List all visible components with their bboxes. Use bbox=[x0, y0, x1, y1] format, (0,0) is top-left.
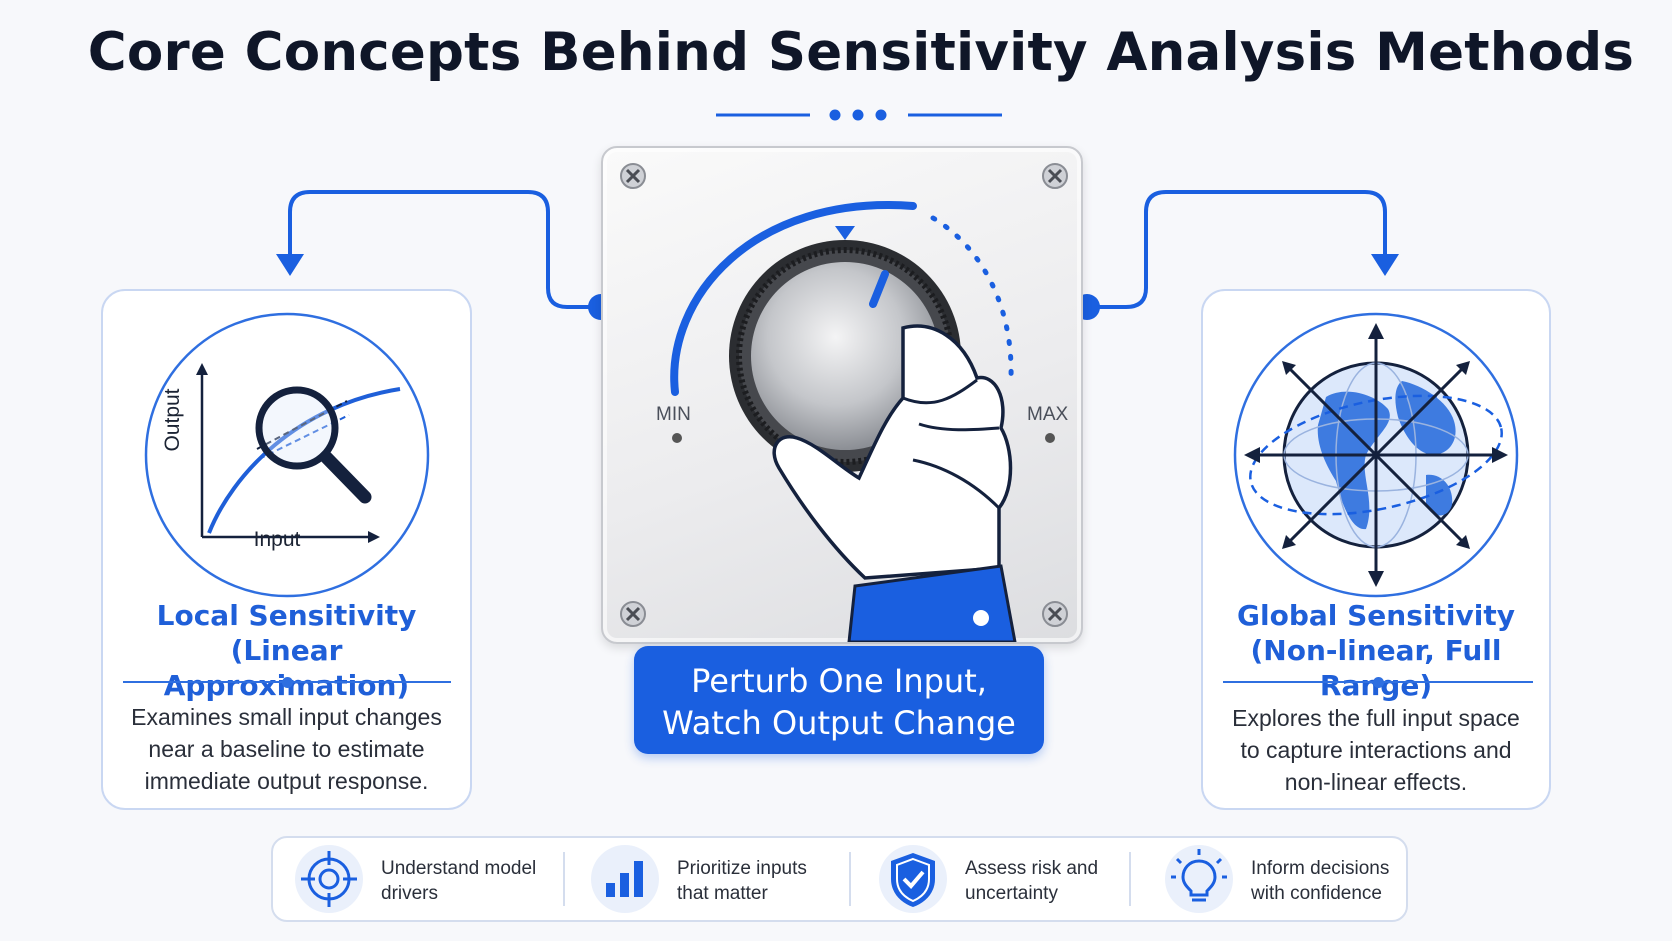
local-desc-line2: near a baseline to estimate bbox=[148, 736, 425, 762]
benefit-item: Prioritize inputs that matter bbox=[569, 838, 859, 920]
shield-check-icon bbox=[879, 845, 947, 913]
cta-line2: Watch Output Change bbox=[662, 704, 1016, 742]
local-desc-line1: Examines small input changes bbox=[131, 704, 442, 730]
title-divider bbox=[716, 109, 1002, 121]
target-icon bbox=[295, 845, 363, 913]
global-sensitivity-card: Global Sensitivity (Non-linear, Full Ran… bbox=[1201, 289, 1551, 810]
dial-max-label: MAX bbox=[1027, 404, 1069, 425]
benefit-line2: that matter bbox=[677, 883, 768, 904]
global-title: Global Sensitivity (Non-linear, Full Ran… bbox=[1203, 598, 1549, 703]
benefit-separator bbox=[1129, 852, 1131, 906]
control-panel: MIN MAX bbox=[601, 146, 1083, 644]
benefit-text: Understand model drivers bbox=[381, 856, 536, 906]
screw-icon bbox=[620, 163, 1068, 627]
page-title: Core Concepts Behind Sensitivity Analysi… bbox=[87, 22, 1635, 83]
cta-line1: Perturb One Input, bbox=[691, 662, 987, 700]
benefit-line1: Prioritize inputs bbox=[677, 858, 807, 879]
global-divider-dot bbox=[1373, 677, 1384, 688]
benefit-line2: uncertainty bbox=[965, 883, 1058, 904]
local-title-line2: (Linear Approximation) bbox=[164, 634, 409, 702]
global-description: Explores the full input space to capture… bbox=[1203, 702, 1549, 798]
benefit-text: Assess risk and uncertainty bbox=[965, 856, 1098, 906]
global-desc-line2: to capture interactions and bbox=[1240, 737, 1512, 763]
local-sensitivity-card: Output Input Local Sensitivity (Linear A… bbox=[101, 289, 472, 810]
benefit-line1: Understand model bbox=[381, 858, 537, 879]
local-title: Local Sensitivity (Linear Approximation) bbox=[103, 598, 470, 703]
dial-min-label: MIN bbox=[656, 404, 691, 425]
perturb-label-box: Perturb One Input, Watch Output Change bbox=[634, 646, 1044, 754]
lightbulb-icon bbox=[1165, 845, 1233, 913]
global-title-line2: (Non-linear, Full Range) bbox=[1250, 634, 1502, 702]
dial-knob-hand-icon bbox=[620, 163, 1068, 642]
global-desc-line3: non-linear effects. bbox=[1284, 769, 1468, 795]
benefit-separator bbox=[849, 852, 851, 906]
benefit-item: Inform decisions with confidence bbox=[1143, 838, 1413, 920]
benefit-text: Inform decisions with confidence bbox=[1251, 856, 1389, 906]
benefit-line1: Assess risk and bbox=[965, 858, 1099, 879]
benefit-line2: drivers bbox=[381, 883, 439, 904]
global-desc-line1: Explores the full input space bbox=[1232, 705, 1520, 731]
benefit-line2: with confidence bbox=[1251, 883, 1382, 904]
local-desc-line3: immediate output response. bbox=[144, 768, 429, 794]
global-title-line1: Global Sensitivity bbox=[1237, 599, 1515, 632]
benefit-line1: Inform decisions bbox=[1251, 858, 1390, 879]
local-description: Examines small input changes near a base… bbox=[103, 701, 470, 797]
graph-magnifier-icon bbox=[144, 312, 430, 598]
bar-chart-icon bbox=[591, 845, 659, 913]
axis-label-input: Input bbox=[253, 528, 301, 551]
benefit-separator bbox=[563, 852, 565, 906]
axis-label-output: Output bbox=[161, 388, 184, 452]
benefit-text: Prioritize inputs that matter bbox=[677, 856, 807, 906]
benefit-item: Assess risk and uncertainty bbox=[857, 838, 1147, 920]
local-divider-dot bbox=[282, 677, 293, 688]
local-title-line1: Local Sensitivity bbox=[156, 599, 417, 632]
benefit-item: Understand model drivers bbox=[273, 838, 563, 920]
benefits-bar: Understand model drivers Prioritize inpu… bbox=[271, 836, 1408, 922]
globe-arrows-icon bbox=[1233, 312, 1519, 598]
